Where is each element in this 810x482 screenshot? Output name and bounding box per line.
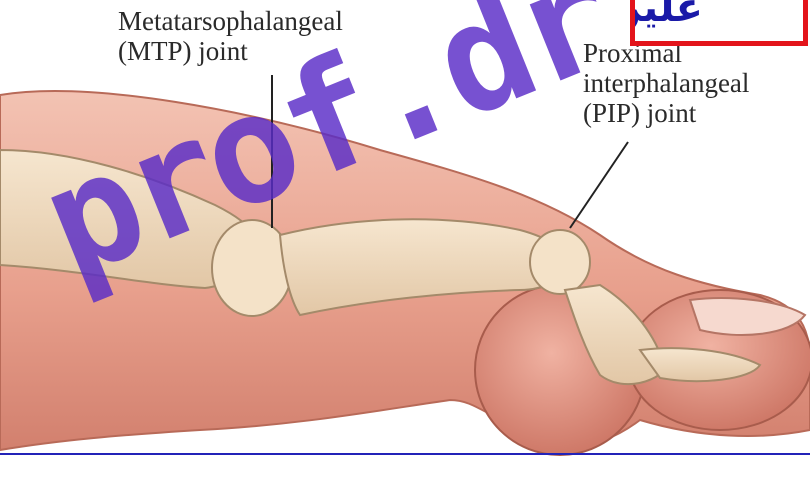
title-badge: علين	[630, 0, 808, 46]
mtp-label-line-1: Metatarsophalangeal	[118, 6, 343, 36]
bottom-rule	[0, 453, 810, 455]
pip-label-line-3: (PIP) joint	[583, 98, 749, 128]
badge-text: علين	[630, 0, 703, 31]
mtp-label-line-2: (MTP) joint	[118, 36, 343, 66]
pip-leader-line	[570, 142, 628, 228]
pip-label-line-2: interphalangeal	[583, 68, 749, 98]
pip-joint	[530, 230, 590, 294]
pip-joint-label: Proximal interphalangeal (PIP) joint	[583, 38, 749, 128]
mtp-joint-label: Metatarsophalangeal (MTP) joint	[118, 6, 343, 66]
